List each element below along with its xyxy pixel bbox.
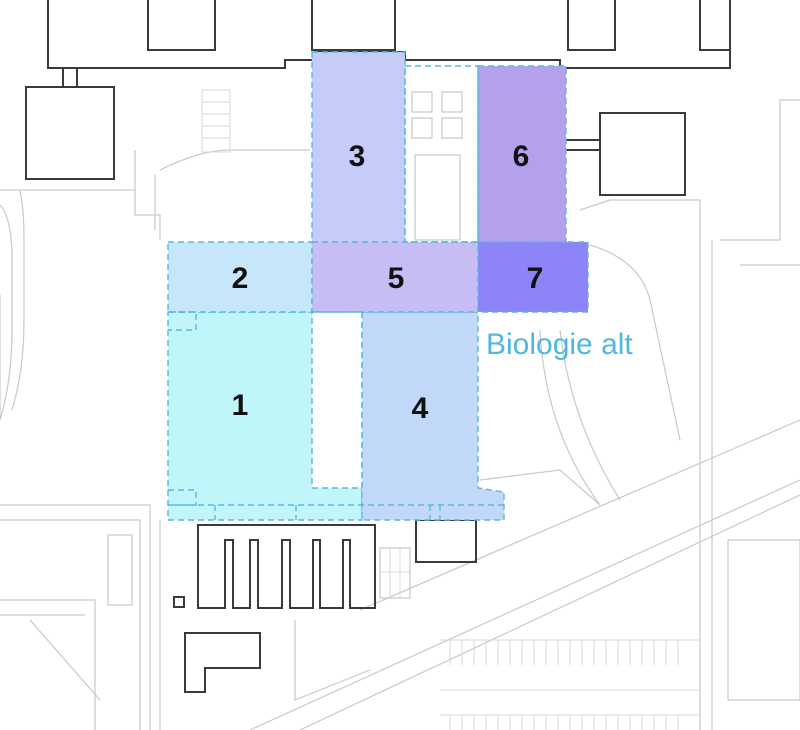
courtyard-outline — [404, 65, 479, 243]
zone-labels: 1 2 3 4 5 6 7 — [232, 140, 544, 425]
zone-label-7: 7 — [527, 262, 544, 295]
zone-label-2: 2 — [232, 262, 249, 295]
zone-7[interactable] — [477, 241, 589, 313]
zone-label-5: 5 — [388, 262, 405, 295]
zone-label-1: 1 — [232, 389, 249, 422]
background-site-lines — [0, 89, 800, 730]
zone-4[interactable] — [361, 311, 505, 521]
zone-label-4: 4 — [412, 392, 429, 425]
zone-label-3: 3 — [349, 140, 366, 173]
parking-stalls — [449, 640, 679, 730]
zone-1[interactable] — [167, 311, 363, 521]
building-name-label: Biologie alt — [486, 328, 633, 361]
zones-layer — [167, 51, 589, 521]
zone-interior-outline — [168, 311, 504, 520]
zone-label-6: 6 — [513, 140, 530, 173]
